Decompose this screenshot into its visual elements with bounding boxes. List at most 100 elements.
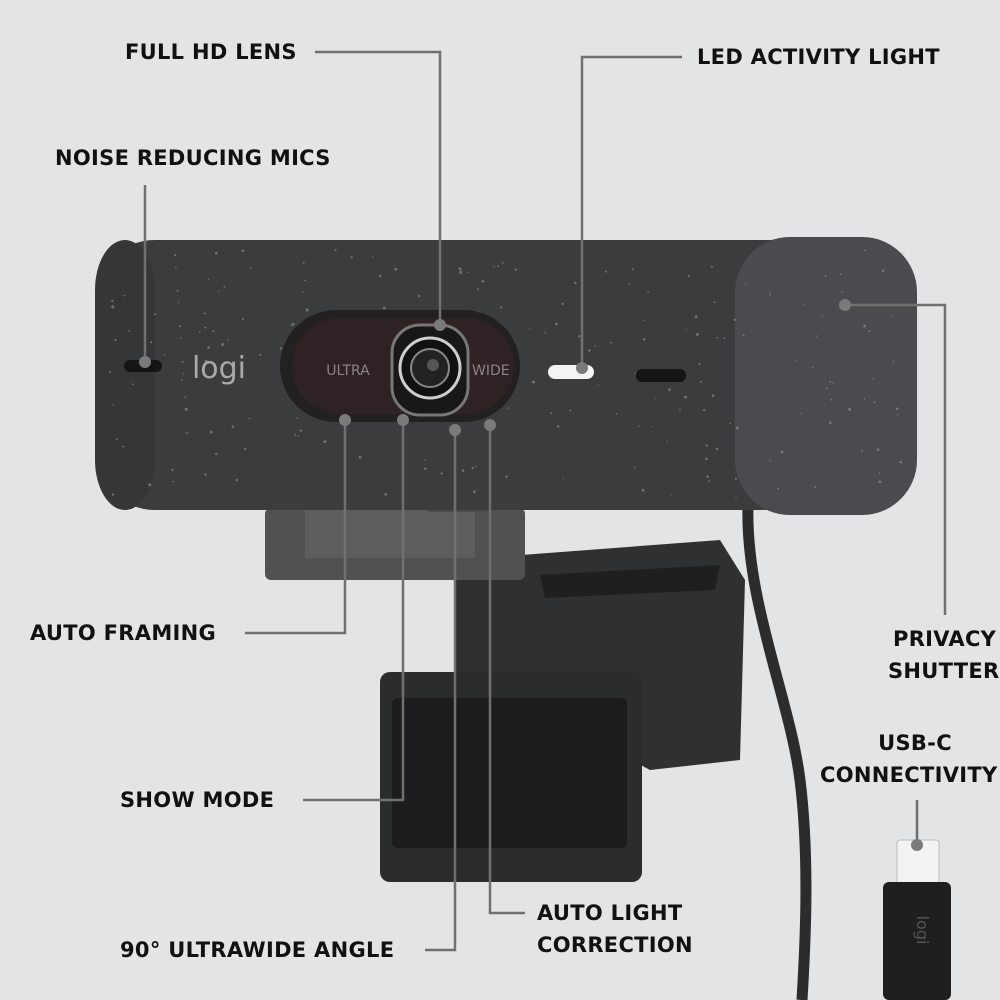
speckle <box>550 412 553 415</box>
speckle <box>777 487 780 490</box>
privacy-shutter-cap <box>735 237 917 515</box>
lens-text-ultra: ULTRA <box>326 363 370 379</box>
speckle <box>418 294 421 298</box>
speckle <box>175 266 177 268</box>
speckle <box>184 396 187 399</box>
label-privacy-shutter: PRIVACY SHUTTER <box>888 623 1000 687</box>
speckle <box>227 339 230 341</box>
label-led-activity-light: LED ACTIVITY LIGHT <box>697 45 940 69</box>
speckle <box>873 401 876 404</box>
speckle <box>615 412 618 415</box>
speckle <box>334 249 337 252</box>
speckle <box>735 497 737 499</box>
speckle <box>903 252 905 255</box>
speckle <box>713 301 716 304</box>
speckle <box>181 360 184 363</box>
speckle <box>872 377 874 380</box>
speckle <box>304 279 306 282</box>
speckle <box>207 346 210 349</box>
speckle <box>574 281 577 285</box>
speckle <box>473 490 476 494</box>
speckle <box>706 475 709 478</box>
speckle <box>215 452 218 456</box>
speckle <box>163 354 166 356</box>
speckle <box>839 273 842 275</box>
speckle <box>780 450 784 454</box>
speckle <box>684 395 688 399</box>
speckle <box>769 291 771 293</box>
speckle <box>812 366 814 369</box>
usb-cable <box>742 504 812 1000</box>
usb-c-logo: logi <box>913 916 932 945</box>
speckle <box>294 434 296 436</box>
speckle <box>111 305 115 309</box>
speckle <box>876 448 880 452</box>
speckle <box>796 359 798 361</box>
speckle <box>122 445 125 448</box>
speckle <box>679 408 681 411</box>
speckle <box>694 315 698 319</box>
speckle <box>769 460 772 462</box>
speckle <box>634 466 636 469</box>
speckle <box>685 329 687 331</box>
speckle <box>111 299 114 303</box>
speckle <box>148 483 152 487</box>
speckle <box>705 457 708 461</box>
speckle <box>182 373 185 375</box>
speckle <box>248 417 251 420</box>
speckle <box>203 312 206 315</box>
mount-arm-face <box>305 508 475 558</box>
speckle <box>655 398 657 400</box>
speckle <box>832 381 835 384</box>
speckle <box>829 381 832 384</box>
speckle <box>242 317 245 320</box>
speckle <box>824 275 827 278</box>
label-auto-light-correction: AUTO LIGHT CORRECTION <box>537 897 693 961</box>
speckle <box>384 493 388 496</box>
speckle <box>716 336 718 339</box>
speckle <box>459 270 463 274</box>
speckle <box>881 269 885 273</box>
speckle <box>891 315 893 317</box>
speckle <box>372 256 374 258</box>
mount-clip-pad <box>392 698 627 848</box>
speckle <box>878 480 882 484</box>
speckle <box>235 478 238 482</box>
speckle <box>638 425 640 427</box>
speckle <box>643 319 645 321</box>
speckle <box>290 324 293 327</box>
speckle <box>471 466 474 470</box>
speckle <box>631 268 634 271</box>
lens-center <box>427 359 439 371</box>
label-full-hd-lens: FULL HD LENS <box>125 40 297 64</box>
speckle <box>578 335 581 338</box>
speckle <box>296 417 298 419</box>
mount-back-plate <box>455 540 745 770</box>
speckle <box>825 387 828 390</box>
speckle <box>899 460 903 464</box>
speckle <box>687 274 690 277</box>
speckle <box>172 480 175 483</box>
speckle <box>715 447 719 451</box>
speckle <box>514 268 517 271</box>
speckle <box>642 338 646 341</box>
speckle <box>379 274 382 278</box>
speckle <box>221 343 224 346</box>
speckle <box>299 429 302 432</box>
speckle <box>501 262 504 264</box>
speckle <box>505 475 508 478</box>
speckle <box>115 438 118 441</box>
speckle <box>305 308 309 312</box>
speckle <box>176 289 179 292</box>
speckle <box>769 293 771 296</box>
label-noise-reducing-mics: NOISE REDUCING MICS <box>55 146 331 170</box>
speckle <box>804 303 806 305</box>
speckle <box>231 425 235 428</box>
speckle <box>198 331 201 333</box>
speckle <box>500 306 503 309</box>
speckle <box>481 279 485 283</box>
speckle <box>218 290 220 292</box>
callout-dots <box>139 299 923 851</box>
speckle <box>394 267 398 271</box>
speckle <box>458 267 462 271</box>
